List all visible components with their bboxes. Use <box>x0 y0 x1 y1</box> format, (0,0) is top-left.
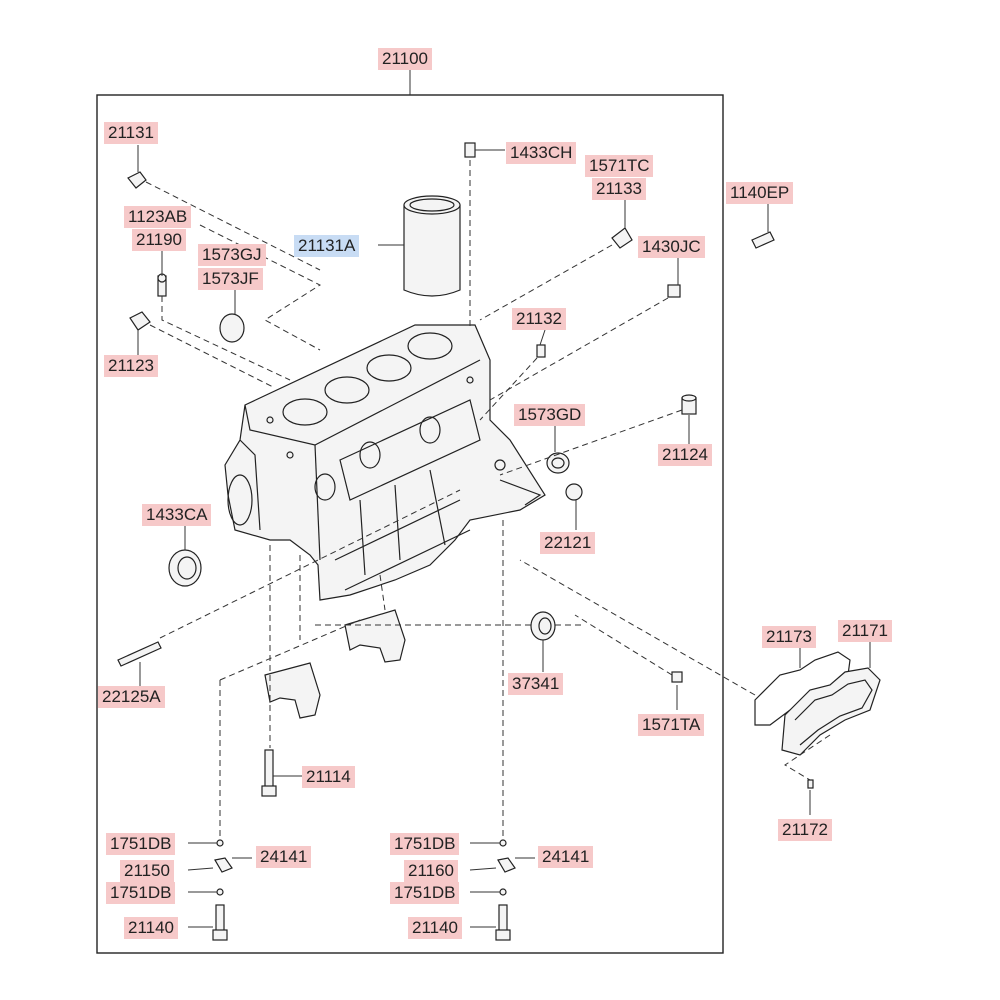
bolt-21114[interactable] <box>261 749 277 797</box>
label-1433CH[interactable]: 1433CH <box>506 142 577 164</box>
label-21132[interactable]: 21132 <box>512 308 567 330</box>
label-1751DB-left-1[interactable]: 1751DB <box>106 833 176 855</box>
label-22121[interactable]: 22121 <box>540 532 596 554</box>
plug-21123[interactable] <box>129 311 151 331</box>
label-1751DB-right-2[interactable]: 1751DB <box>390 882 460 904</box>
label-1430JC[interactable]: 1430JC <box>638 236 705 258</box>
plug-21133[interactable] <box>611 227 633 249</box>
label-21171[interactable]: 21171 <box>838 620 893 642</box>
label-21124[interactable]: 21124 <box>658 444 713 466</box>
bolt-1571TA[interactable] <box>671 671 683 683</box>
dowel-1430JC[interactable] <box>667 284 681 298</box>
label-21114[interactable]: 21114 <box>302 766 355 788</box>
dowel-1433CH[interactable] <box>464 142 476 158</box>
label-21123[interactable]: 21123 <box>104 355 159 377</box>
label-21140-left[interactable]: 21140 <box>124 917 179 939</box>
bearing-cap-lower[interactable] <box>264 662 321 719</box>
label-21133[interactable]: 21133 <box>592 178 647 200</box>
label-1573GJ[interactable]: 1573GJ <box>198 244 266 266</box>
label-1573GD[interactable]: 1573GD <box>514 404 586 426</box>
plug-1573GD[interactable] <box>546 452 570 474</box>
label-22125A[interactable]: 22125A <box>98 686 165 708</box>
cylinder-liner[interactable] <box>403 195 461 297</box>
washer-1751DB-right-2[interactable] <box>499 888 507 896</box>
label-1571TA[interactable]: 1571TA <box>638 714 705 736</box>
cover-21171[interactable] <box>781 667 881 756</box>
label-21131A[interactable]: 21131A <box>294 235 360 257</box>
label-21131[interactable]: 21131 <box>104 122 159 144</box>
pin-21172[interactable] <box>807 779 814 789</box>
bolt-21140-left[interactable] <box>212 904 228 941</box>
label-21140-right[interactable]: 21140 <box>408 917 463 939</box>
label-1140EP[interactable]: 1140EP <box>726 182 794 204</box>
plug-22121[interactable] <box>565 483 583 501</box>
label-21173[interactable]: 21173 <box>762 626 817 648</box>
label-1123AB[interactable]: 1123AB <box>124 206 192 228</box>
bearing-cap-upper[interactable] <box>344 609 406 663</box>
stud-22125A[interactable] <box>117 641 162 667</box>
label-1433CA[interactable]: 1433CA <box>142 504 212 526</box>
bolt-21190[interactable] <box>157 273 167 297</box>
label-1751DB-left-2[interactable]: 1751DB <box>106 882 176 904</box>
pin-21124[interactable] <box>681 394 697 415</box>
label-21150[interactable]: 21150 <box>120 860 175 882</box>
engine-block[interactable] <box>224 324 546 601</box>
label-1751DB-right-1[interactable]: 1751DB <box>390 833 460 855</box>
label-1573JF[interactable]: 1573JF <box>198 268 263 290</box>
label-24141-left[interactable]: 24141 <box>256 846 312 868</box>
label-21160[interactable]: 21160 <box>404 860 459 882</box>
label-21100[interactable]: 21100 <box>378 48 433 70</box>
label-24141-right[interactable]: 24141 <box>538 846 594 868</box>
plug-21131[interactable] <box>127 171 147 189</box>
bearing-37341[interactable] <box>530 611 556 641</box>
bolt-21132[interactable] <box>536 344 546 358</box>
bolt-1140EP[interactable] <box>751 231 775 249</box>
seal-1433CA[interactable] <box>168 549 202 587</box>
bolt-21140-right[interactable] <box>495 904 511 941</box>
label-37341[interactable]: 37341 <box>508 673 564 695</box>
bracket-21150[interactable] <box>214 857 233 873</box>
washer-1751DB-right-1[interactable] <box>499 839 507 847</box>
label-21172[interactable]: 21172 <box>778 819 833 841</box>
plug-1573JF[interactable] <box>219 313 245 343</box>
label-21190[interactable]: 21190 <box>132 229 187 251</box>
label-1571TC[interactable]: 1571TC <box>585 155 654 177</box>
washer-1751DB-left-1[interactable] <box>216 839 224 847</box>
bracket-21160[interactable] <box>497 857 516 873</box>
washer-1751DB-left-2[interactable] <box>216 888 224 896</box>
